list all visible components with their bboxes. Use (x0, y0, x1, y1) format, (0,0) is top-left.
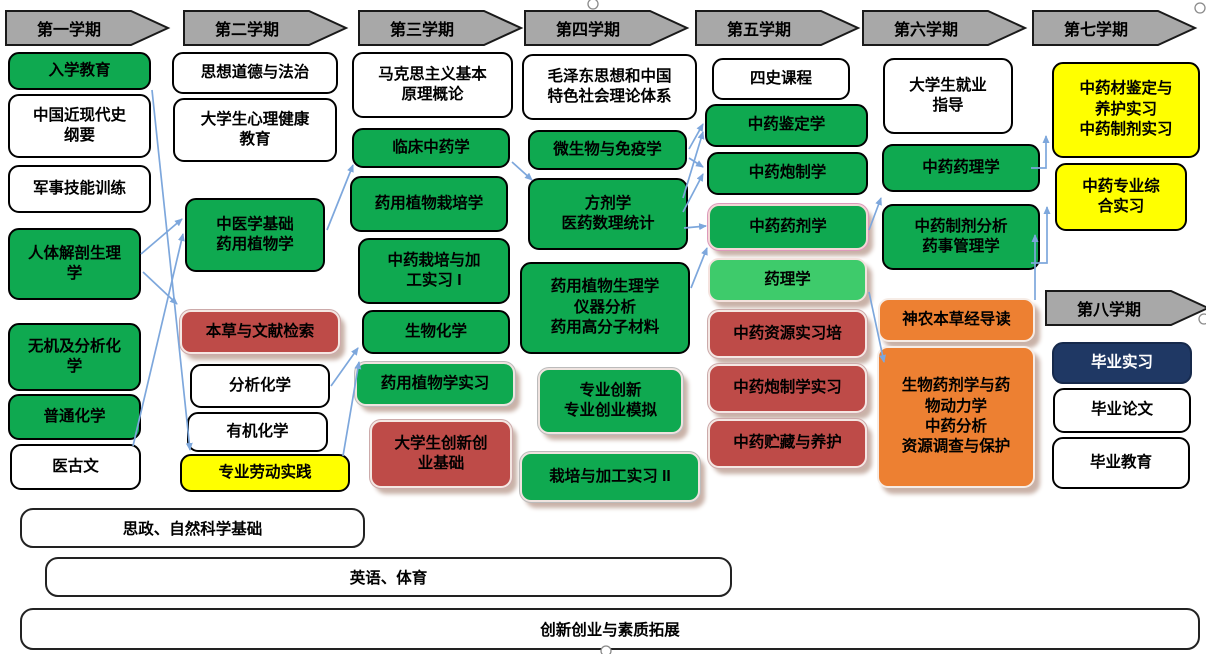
semester-label: 第三学期 (389, 22, 454, 39)
course-box-weishengwu-mianyi: 微生物与免疫学 (528, 130, 687, 170)
course-box-zaipei-jiagong-2: 栽培与加工实习 II (520, 452, 700, 502)
flow-arrow-4 (142, 271, 178, 305)
course-box-paozhixue: 中药炮制学 (707, 152, 868, 195)
flow-arrow-15 (868, 197, 882, 231)
semester-label: 第八学期 (1076, 302, 1141, 319)
course-box-zhuanye-zonghe: 中药专业综 合实习 (1055, 163, 1187, 231)
course-box-ziyuan-shixi: 中药资源实习培 (708, 310, 867, 358)
semester-header-3: 第三学期 (358, 10, 524, 46)
course-box-chuangxin-jichu: 大学生创新创 业基础 (370, 420, 512, 488)
course-box-yaocai-jianding: 中药材鉴定与 养护实习 中药制剂实习 (1052, 62, 1200, 158)
semester-label: 第六学期 (893, 22, 958, 39)
course-box-zhongyixue-jichu: 中医学基础 药用植物学 (185, 198, 325, 272)
semester-label: 第五学期 (726, 22, 791, 39)
semester-header-7: 第七学期 (1032, 10, 1198, 46)
course-box-zhuanye-chuangxin: 专业创新 专业创业模拟 (538, 368, 683, 434)
course-box-yiguwen: 医古文 (10, 444, 141, 490)
course-box-zhiji-fenxi: 中药制剂分析 药事管理学 (882, 204, 1040, 270)
flow-arrow-10 (688, 157, 704, 168)
course-box-jiandingxue: 中药鉴定学 (705, 104, 868, 147)
band-yingyu-tiyu: 英语、体育 (45, 557, 732, 597)
flow-arrow-6 (330, 347, 359, 387)
course-box-shennong-bencao: 神农本草经导读 (878, 298, 1035, 342)
semester-header-5: 第五学期 (695, 10, 861, 46)
semester-label: 第四学期 (555, 22, 620, 39)
course-box-linchuang-zhongyao: 临床中药学 (352, 128, 510, 168)
selection-handle-1 (587, 0, 599, 10)
semester-label: 第七学期 (1063, 22, 1128, 39)
course-box-yaojixue: 中药药剂学 (708, 204, 868, 250)
course-box-ruxue-jiaoyu: 入学教育 (8, 52, 151, 90)
semester-header-2: 第二学期 (183, 10, 349, 46)
band-chuangxin-suzhi: 创新创业与素质拓展 (20, 608, 1200, 650)
course-box-shengwu-huaxue: 生物化学 (362, 310, 510, 354)
semester-label: 第二学期 (214, 22, 279, 39)
flow-arrow-14 (690, 247, 708, 289)
course-box-paozhi-shixi: 中药炮制学实习 (708, 364, 867, 413)
course-box-junshi-jineng: 军事技能训练 (8, 165, 151, 213)
course-box-jinxiandaishi: 中国近现代史 纲要 (8, 94, 151, 158)
course-box-fangjixue: 方剂学 医药数理统计 (528, 178, 688, 250)
course-box-xinli-jiankang: 大学生心理健康 教育 (173, 98, 337, 162)
course-box-jiuye-zhidao: 大学生就业 指导 (883, 58, 1013, 134)
course-box-zhongyao-zaipei-1: 中药栽培与加 工实习 I (358, 238, 510, 304)
semester-header-6: 第六学期 (862, 10, 1028, 46)
course-box-maozedong-sixiang: 毛泽东思想和中国 特色社会理论体系 (522, 54, 697, 120)
course-box-renti-jiepou: 人体解剖生理 学 (8, 228, 141, 300)
course-box-yaoyong-shenglixue: 药用植物生理学 仪器分析 药用高分子材料 (520, 262, 690, 354)
course-box-sishi-kecheng: 四史课程 (712, 58, 850, 100)
course-box-zhuanye-laodong: 专业劳动实践 (180, 454, 350, 492)
course-box-youji-huaxue: 有机化学 (187, 412, 328, 452)
course-box-sixiang-daode: 思想道德与法治 (172, 52, 338, 94)
course-box-makesi-zhuyi: 马克思主义基本 原理概论 (352, 52, 513, 118)
course-box-zhongyao-yaolixue: 中药药理学 (882, 144, 1040, 192)
semester-header-1: 第一学期 (5, 10, 171, 46)
semester-header-8: 第八学期 (1045, 290, 1206, 326)
course-box-yaoyong-shixi: 药用植物学实习 (355, 362, 515, 406)
semester-label: 第一学期 (36, 22, 101, 39)
semester-header-4: 第四学期 (524, 10, 690, 46)
course-box-biye-jiaoyu: 毕业教育 (1052, 437, 1190, 489)
course-box-putong-huaxue: 普通化学 (8, 394, 141, 440)
band-sizheng-ziran: 思政、自然科学基础 (20, 508, 365, 548)
flow-arrow-2 (140, 218, 183, 255)
course-box-bencao-wenxian: 本草与文献检索 (180, 310, 340, 354)
course-box-zhucang-yanghu: 中药贮藏与养护 (708, 419, 867, 468)
course-box-biye-shixi: 毕业实习 (1052, 342, 1192, 384)
course-box-shengwu-yaojixue: 生物药剂学与药 物动力学 中药分析 资源调查与保护 (877, 346, 1035, 488)
course-box-yaoyong-zaipei: 药用植物栽培学 (350, 176, 508, 232)
course-box-yaolixue: 药理学 (708, 258, 867, 302)
course-box-biye-lunwen: 毕业论文 (1053, 388, 1191, 433)
course-box-fenxi-huaxue: 分析化学 (190, 364, 330, 408)
course-box-wuji-fenxi: 无机及分析化 学 (8, 323, 141, 391)
flow-arrow-9 (688, 123, 704, 150)
